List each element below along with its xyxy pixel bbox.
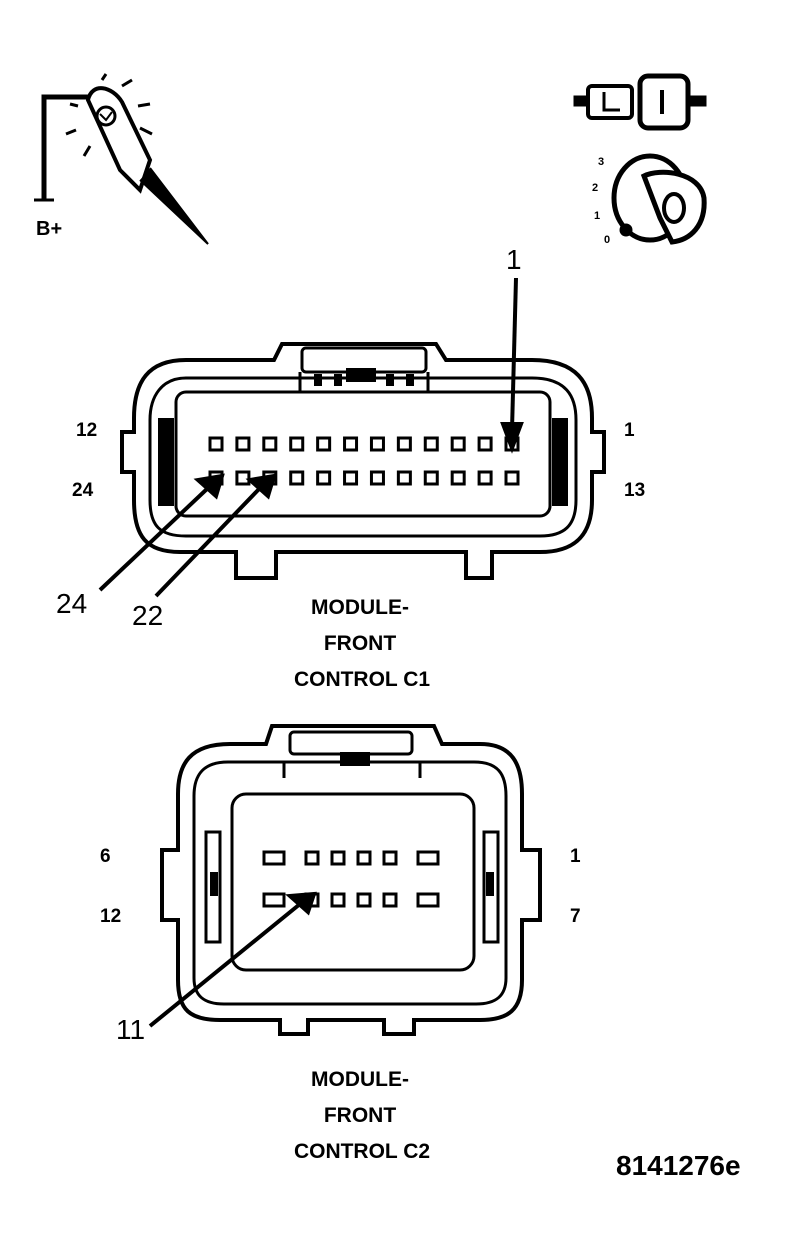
c1-pin-21	[289, 470, 305, 486]
callout-pin-24: 24	[56, 588, 88, 619]
c2-caption-line-2: FRONT	[323, 1104, 397, 1127]
callout-pin-22: 22	[132, 600, 164, 631]
c1-pin-13	[504, 470, 520, 486]
c1-pin-5	[396, 436, 412, 452]
c1-label-bottom-right: 13	[624, 480, 646, 501]
connector-c1-callout-arrows	[98, 277, 524, 598]
c1-label-top-left: 12	[76, 420, 98, 441]
connector-c1-pins	[208, 436, 520, 486]
c1-caption-line-1: MODULE-	[311, 596, 409, 619]
figure-id: 8141276e	[616, 1150, 741, 1181]
c2-caption-line-3: CONTROL C2	[293, 1140, 431, 1163]
c1-pin-7	[343, 436, 359, 452]
c1-label-bottom-left: 24	[72, 480, 94, 501]
c2-pin-1	[416, 850, 440, 866]
c2-label-top-right: 1	[570, 846, 581, 867]
callout-pin-11: 11	[116, 1014, 146, 1045]
c2-pin-9	[356, 892, 372, 908]
callout-arrow-pin-11	[148, 902, 302, 1028]
ignition-position-0: 0	[604, 234, 611, 246]
callout-pin-1: 1	[506, 244, 522, 275]
c2-pin-6	[262, 850, 286, 866]
c1-pin-12	[208, 436, 224, 452]
ignition-position-2: 2	[592, 182, 599, 194]
callout-arrow-pin-24	[98, 486, 210, 592]
ignition-key-icon	[611, 153, 707, 245]
c2-pin-5	[304, 850, 320, 866]
connector-c2	[160, 724, 542, 1036]
c2-pin-10	[330, 892, 346, 908]
c2-pin-4	[330, 850, 346, 866]
c2-pin-7	[416, 892, 440, 908]
c1-pin-8	[316, 436, 332, 452]
c2-label-bottom-left: 12	[100, 906, 122, 927]
c2-label-top-left: 6	[100, 846, 111, 867]
c1-pin-9	[289, 436, 305, 452]
c1-pin-14	[477, 470, 493, 486]
c1-label-top-right: 1	[624, 420, 635, 441]
c1-pin-2	[477, 436, 493, 452]
c1-pin-19	[343, 470, 359, 486]
c1-pin-18	[369, 470, 385, 486]
c2-pin-12	[262, 892, 286, 908]
c1-pin-17	[396, 470, 412, 486]
c2-pin-8	[382, 892, 398, 908]
c1-pin-4	[423, 436, 439, 452]
connector-c1	[120, 342, 606, 580]
connector-c2-callout-arrows	[148, 891, 317, 1028]
c1-caption-line-3: CONTROL C1	[293, 668, 431, 691]
c1-pin-16	[423, 470, 439, 486]
callout-arrow-pin-22	[154, 486, 262, 598]
ignition-position-1: 1	[594, 210, 601, 222]
c1-pin-6	[369, 436, 385, 452]
c1-pin-11	[235, 436, 251, 452]
test-light-probe-icon	[34, 73, 209, 245]
c1-pin-15	[450, 470, 466, 486]
c1-pin-20	[316, 470, 332, 486]
c2-pin-3	[356, 850, 372, 866]
c2-caption-line-1: MODULE-	[311, 1068, 409, 1091]
b-plus-label: B+	[36, 218, 63, 240]
c1-caption-line-2: FRONT	[323, 632, 397, 655]
ignition-position-3: 3	[598, 156, 605, 168]
c1-pin-3	[450, 436, 466, 452]
c2-label-bottom-right: 7	[570, 906, 581, 927]
c2-pin-2	[382, 850, 398, 866]
c1-pin-23	[235, 470, 251, 486]
callout-arrow-pin-1	[510, 277, 518, 431]
fuse-icon	[573, 73, 707, 131]
c1-pin-10	[262, 436, 278, 452]
